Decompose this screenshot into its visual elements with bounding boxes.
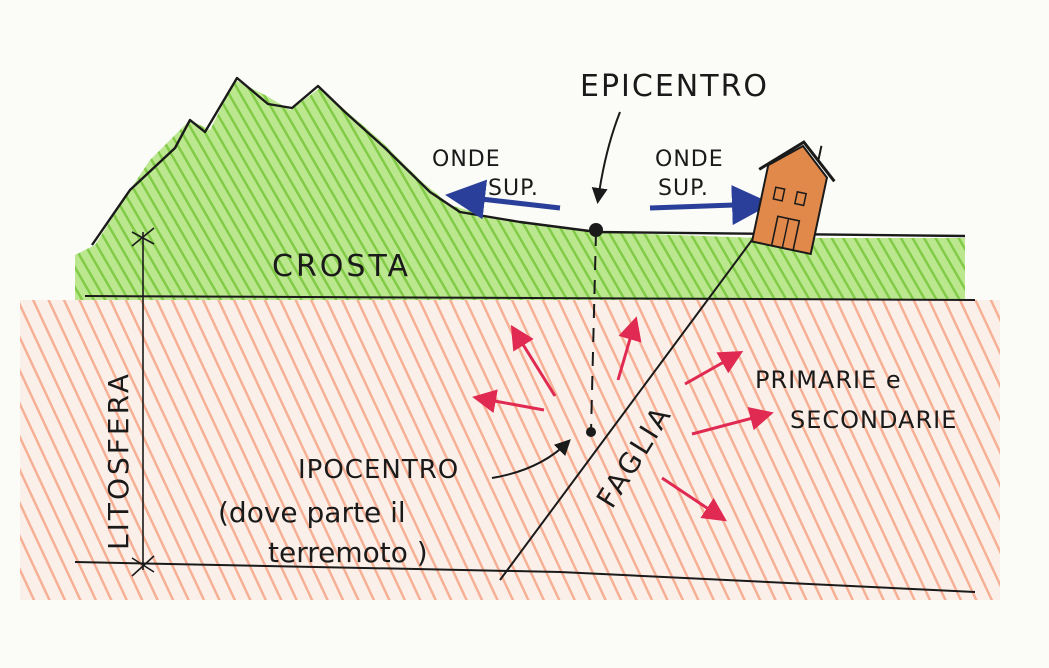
hypocenter-pointer-arrow	[491, 439, 571, 479]
crust-region	[75, 80, 965, 300]
lithosphere-bottom-tick	[131, 555, 155, 577]
epicenter-label: EPICENTRO	[580, 69, 769, 104]
mantle-region	[20, 300, 1000, 600]
body-waves-line1: PRIMARIE e	[755, 366, 902, 394]
crust-boundary	[84, 295, 976, 301]
surface-wave-arrow-left	[445, 179, 561, 220]
epicenter-dot	[589, 223, 603, 237]
house-icon	[750, 140, 836, 256]
lithosphere-base-line	[74, 561, 976, 593]
surface-waves-left-line2: SUP.	[488, 176, 539, 201]
fault-line	[499, 235, 756, 581]
surface-waves-left-line1: ONDE	[432, 147, 501, 172]
body-wave-arrows	[472, 316, 774, 522]
surface-wave-arrow-right	[649, 185, 772, 226]
mountain-outline	[91, 76, 966, 246]
lithosphere-label: LITOSFERA	[102, 371, 135, 550]
crust-label: CROSTA	[272, 249, 411, 284]
epicenter-pointer-arrow	[591, 111, 621, 204]
epicenter-hypocenter-line	[590, 231, 597, 433]
surface-waves-right-line1: ONDE	[655, 147, 724, 172]
hypocenter-note-line2: terremoto )	[268, 536, 428, 569]
hypocenter-label: IPOCENTRO	[298, 455, 459, 485]
hypocenter-dot	[586, 427, 596, 437]
lithosphere-top-tick	[131, 227, 155, 247]
surface-waves-right-line2: SUP.	[658, 176, 709, 201]
hypocenter-note-line1: (dove parte il	[218, 496, 406, 529]
body-waves-line2: SECONDARIE	[790, 406, 957, 434]
